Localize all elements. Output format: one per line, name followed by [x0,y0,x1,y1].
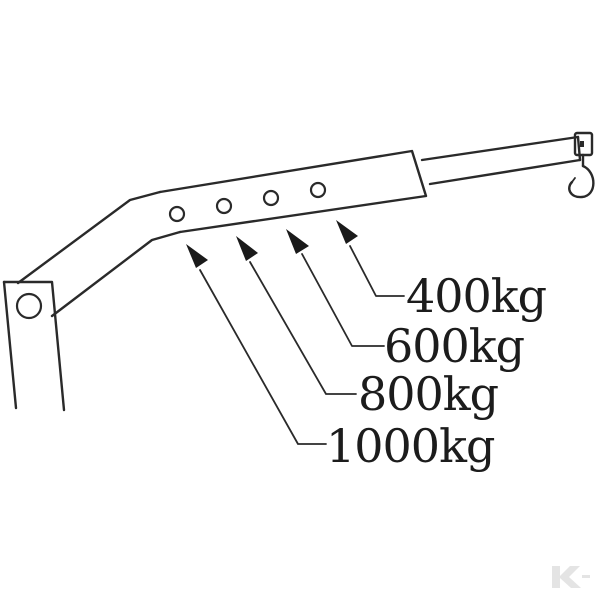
hole-800kg [215,197,233,215]
label-400kg: 400kg [406,269,547,323]
leader-600kg [286,229,385,347]
extension-arm [420,135,582,186]
lower-boom [16,190,182,318]
label-600kg: 600kg [384,319,525,373]
label-800kg: 800kg [358,367,499,421]
hole-600kg [262,189,280,207]
hole-1000kg [168,205,186,223]
mast [2,280,66,412]
label-1000kg: 1000kg [326,419,495,473]
leader-800kg [236,236,357,395]
leader-1000kg [186,244,327,445]
pivot-hole [15,292,43,320]
brand-logo-watermark [552,566,590,588]
hook-icon [568,131,595,199]
hole-400kg [309,181,327,199]
leader-400kg [336,220,405,297]
boom-sleeve [158,149,428,234]
